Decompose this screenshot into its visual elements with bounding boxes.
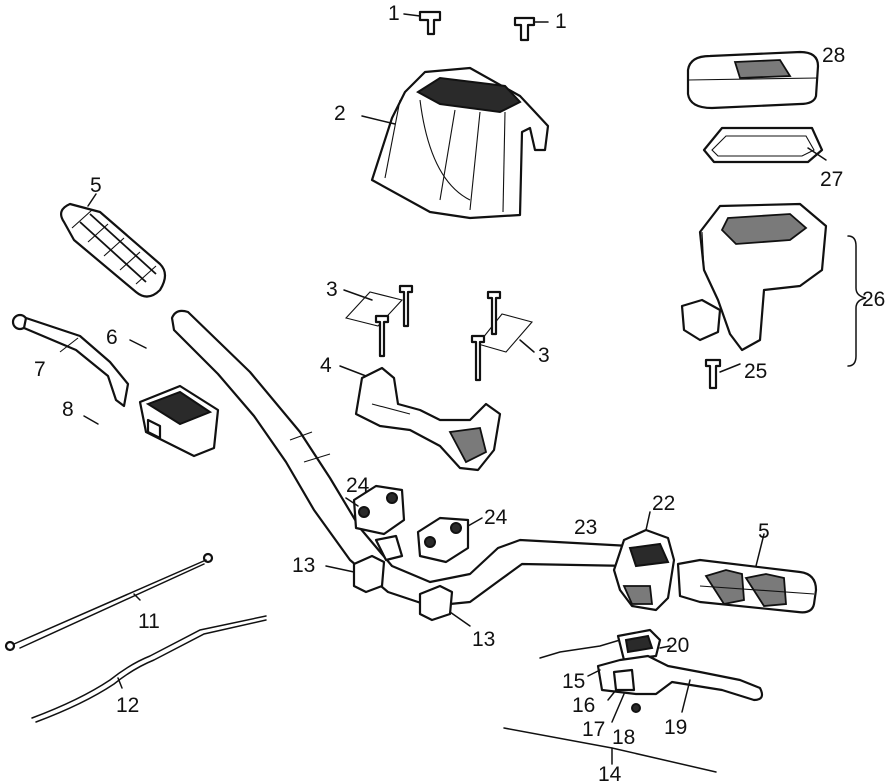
cable-part-12 <box>31 615 267 723</box>
bolts-part-3-right <box>470 290 535 382</box>
throttle-housing-part-22 <box>612 511 676 612</box>
master-cylinder-part-26 <box>680 202 867 367</box>
callout-24a: 24 <box>346 474 370 497</box>
callout-3b: 3 <box>538 344 550 367</box>
callout-14: 14 <box>598 763 622 781</box>
lever-part-7 <box>11 313 130 408</box>
callout-13a: 13 <box>292 554 315 577</box>
screw-part-1-right <box>513 16 549 42</box>
callout-5a: 5 <box>90 174 102 197</box>
callout-12: 12 <box>116 694 139 717</box>
callout-7: 7 <box>34 358 46 381</box>
callout-5b: 5 <box>758 520 770 543</box>
bolts-part-3-left <box>343 284 414 358</box>
callout-18: 18 <box>612 726 635 749</box>
callout-1a: 1 <box>388 2 400 25</box>
reservoir-cap-part-28 <box>686 50 820 110</box>
callout-16: 16 <box>572 694 595 717</box>
pin-part-6 <box>129 339 147 349</box>
switch-block-left <box>138 384 220 458</box>
callout-labels: 1 1 2 3 3 4 5 5 6 7 8 11 12 13 13 14 15 … <box>34 2 885 781</box>
callout-20: 20 <box>666 634 689 657</box>
bracket-part-4 <box>339 365 502 472</box>
callout-19: 19 <box>664 716 687 739</box>
callout-17: 17 <box>582 718 605 741</box>
callout-15: 15 <box>562 670 585 693</box>
brake-lever-assembly <box>503 628 764 773</box>
cable-part-11 <box>4 552 214 652</box>
callout-13b: 13 <box>472 628 495 651</box>
grip-part-5-right <box>676 533 818 614</box>
fastener-part-8 <box>83 415 99 425</box>
callout-22: 22 <box>652 492 675 515</box>
handlebar-tube-part-23 <box>170 309 634 608</box>
callout-1b: 1 <box>555 10 567 33</box>
screw-part-25 <box>704 358 741 390</box>
callout-8: 8 <box>62 398 74 421</box>
clamp-lower-part-13-left <box>325 534 404 594</box>
callout-2: 2 <box>334 102 346 125</box>
handlebar-cover-part-2 <box>361 66 550 220</box>
callout-23: 23 <box>574 516 597 539</box>
callout-4: 4 <box>320 354 332 377</box>
reservoir-gasket-part-27 <box>702 126 827 164</box>
callout-3a: 3 <box>326 278 338 301</box>
callout-6: 6 <box>106 326 118 349</box>
callout-28: 28 <box>822 44 845 67</box>
callout-25: 25 <box>744 360 767 383</box>
callout-11: 11 <box>138 610 160 633</box>
screw-part-1-left <box>403 10 442 36</box>
grip-part-5-left <box>60 193 167 298</box>
callout-26: 26 <box>862 288 885 311</box>
clamp-upper-part-24-right <box>416 516 483 564</box>
callout-27: 27 <box>820 168 843 191</box>
callout-24b: 24 <box>484 506 508 529</box>
clamp-lower-part-13-right <box>418 584 471 627</box>
clamp-upper-part-24-left <box>345 484 406 536</box>
